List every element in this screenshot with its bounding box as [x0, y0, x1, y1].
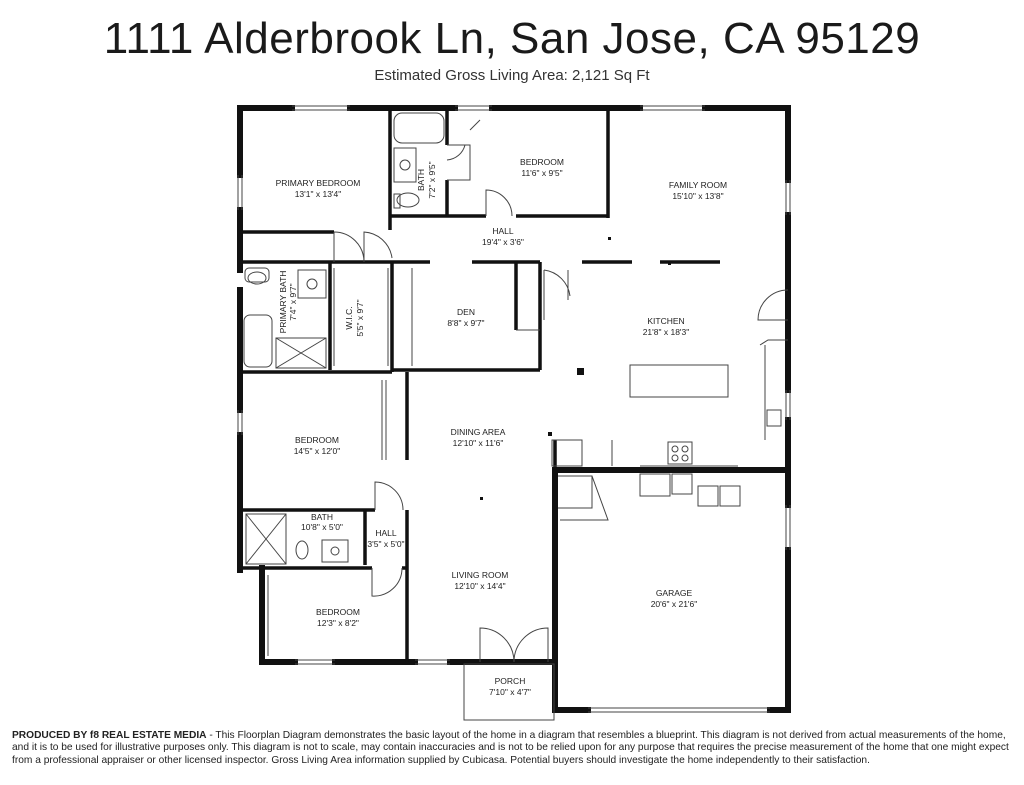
porch-dim: 7'10" x 4'7": [489, 687, 531, 697]
bath-top-label: BATH: [416, 169, 426, 191]
bedroom-top-label: BEDROOM: [520, 157, 564, 167]
dining-area-label: DINING AREA: [451, 427, 506, 437]
hall-top-label: HALL: [492, 226, 514, 236]
primary-bedroom-label: PRIMARY BEDROOM: [276, 178, 361, 188]
interior-walls: [240, 108, 720, 662]
mark: [548, 432, 552, 436]
bedroom-bottom-label: BEDROOM: [316, 607, 360, 617]
primary-bedroom-dim: 13'1" x 13'4": [295, 189, 342, 199]
kitchen-label: KITCHEN: [647, 316, 684, 326]
bath-top-dim: 7'2" x 9'5": [427, 161, 437, 198]
living-room-dim: 12'10" x 14'4": [454, 581, 505, 591]
property-address: 1111 Alderbrook Ln, San Jose, CA 95129: [103, 14, 921, 63]
mark: [480, 497, 483, 500]
exterior-walls: [237, 105, 791, 713]
primary-bath-label: PRIMARY BATH: [278, 271, 288, 334]
bedroom-top-dim: 11'6" x 9'5": [521, 168, 562, 178]
bedroom-mid-dim: 14'5" x 12'0": [294, 446, 341, 456]
garage-dim: 20'6" x 21'6": [651, 599, 698, 609]
disclaimer-body: - This Floorplan Diagram demonstrates th…: [12, 730, 1009, 766]
wic-dim: 5'5" x 9'7": [355, 299, 365, 336]
den-dim: 8'8" x 9'7": [447, 318, 484, 328]
hall-mid-dim: 3'5" x 5'0": [367, 539, 404, 549]
room-labels: PRIMARY BEDROOM 13'1" x 13'4" BATH 7'2" …: [276, 157, 727, 697]
family-room-label: FAMILY ROOM: [669, 180, 727, 190]
column-post: [577, 368, 584, 375]
hall-mid-label: HALL: [375, 528, 397, 538]
hall-top-dim: 19'4" x 3'6": [482, 237, 524, 247]
mark: [608, 237, 611, 240]
primary-bath-dim: 7'4" x 9'7": [288, 283, 298, 320]
dining-area-dim: 12'10" x 11'6": [453, 438, 504, 448]
mark: [668, 262, 671, 265]
bedroom-mid-label: BEDROOM: [295, 435, 339, 445]
living-room-label: LIVING ROOM: [452, 570, 509, 580]
den-label: DEN: [457, 307, 475, 317]
disclaimer-lead: PRODUCED BY f8 REAL ESTATE MEDIA: [12, 730, 207, 741]
disclaimer: PRODUCED BY f8 REAL ESTATE MEDIA - This …: [12, 730, 1012, 767]
wic-label: W.I.C.: [344, 306, 354, 329]
porch-label: PORCH: [495, 676, 526, 686]
bath-mid-dim: 10'8" x 5'0": [301, 522, 343, 532]
bedroom-bottom-dim: 12'3" x 8'2": [317, 618, 359, 628]
kitchen-dim: 21'8" x 18'3": [643, 327, 690, 337]
garage-label: GARAGE: [656, 588, 693, 598]
bath-mid-label: BATH: [311, 512, 333, 522]
floor-plan: PRIMARY BEDROOM 13'1" x 13'4" BATH 7'2" …: [237, 105, 791, 721]
family-room-dim: 15'10" x 13'8": [672, 191, 723, 201]
living-area: Estimated Gross Living Area: 2,121 Sq Ft: [374, 67, 650, 84]
fixtures: [237, 105, 791, 721]
